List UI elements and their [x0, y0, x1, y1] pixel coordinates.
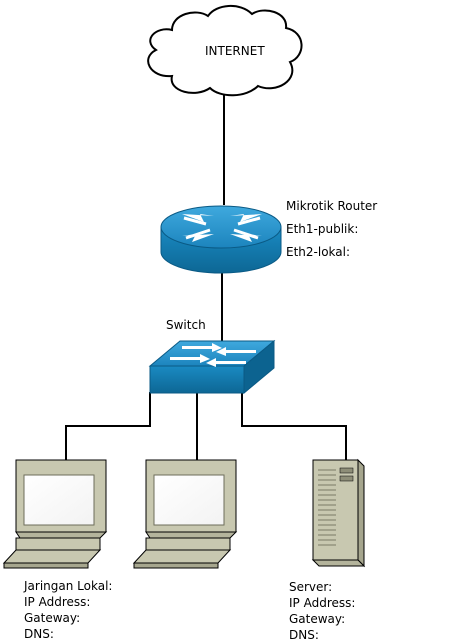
- server-icon: [311, 458, 366, 568]
- server-title: Server:: [289, 580, 333, 594]
- link-switch-pc1: [65, 392, 151, 460]
- server-ip: IP Address:: [289, 596, 356, 610]
- local-network-gateway: Gateway:: [24, 611, 81, 625]
- local-network-dns: DNS:: [24, 627, 54, 641]
- router-eth2: Eth2-lokal:: [286, 245, 351, 259]
- router-info: Mikrotik Router Eth1-publik: Eth2-lokal:: [286, 198, 377, 260]
- pc-icon-1: [2, 459, 108, 569]
- pc-icon-2: [132, 459, 238, 569]
- internet-cloud-icon: [147, 5, 303, 97]
- server-dns: DNS:: [289, 628, 319, 642]
- server-gateway: Gateway:: [289, 612, 346, 626]
- link-switch-server: [241, 392, 347, 460]
- local-network-ip: IP Address:: [24, 595, 91, 609]
- switch-label: Switch: [166, 318, 206, 332]
- router-title: Mikrotik Router: [286, 199, 378, 213]
- connection-lines: [65, 94, 347, 460]
- local-network-title: Jaringan Lokal:: [24, 579, 113, 593]
- router-icon: [160, 205, 282, 274]
- router-eth1: Eth1-publik:: [286, 222, 359, 236]
- internet-label: INTERNET: [205, 44, 265, 58]
- switch-icon: [148, 339, 276, 395]
- local-network-info: Jaringan Lokal: IP Address: Gateway: DNS…: [24, 578, 112, 642]
- server-info: Server: IP Address: Gateway: DNS:: [289, 579, 355, 643]
